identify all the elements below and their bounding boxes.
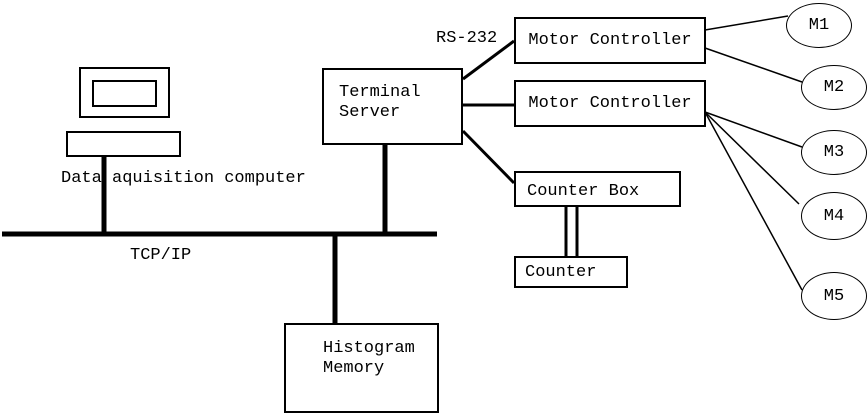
histogram-memory-label-line1: Histogram bbox=[323, 339, 415, 358]
terminal-server-to-counter-box-line bbox=[461, 129, 516, 185]
monitor-icon bbox=[79, 67, 170, 118]
motor-m5-ellipse: M5 bbox=[801, 272, 867, 320]
motor-controller-1-to-m1-line bbox=[704, 15, 789, 31]
terminal-server-label-line2: Server bbox=[339, 103, 401, 122]
counter-label: Counter bbox=[525, 262, 597, 282]
motor-m3-ellipse: M3 bbox=[801, 130, 867, 175]
motor-controller-2-to-m5-line bbox=[704, 111, 803, 291]
tcpip-bus-label: TCP/IP bbox=[130, 246, 192, 265]
motor-m2-ellipse: M2 bbox=[801, 65, 867, 110]
motor-controller-2-to-m3-line bbox=[704, 111, 803, 148]
motor-m4-label: M4 bbox=[823, 206, 845, 226]
counter-box2: Counter bbox=[514, 256, 628, 288]
histogram-memory-box: Histogram Memory bbox=[284, 323, 439, 413]
terminal-server-label-line1: Terminal bbox=[339, 83, 421, 102]
motor-controller-2-box: Motor Controller bbox=[514, 80, 706, 127]
motor-controller-2-to-m4-line bbox=[704, 111, 800, 205]
counter-box-label: Counter Box bbox=[527, 182, 640, 201]
motor-m3-label: M3 bbox=[823, 143, 845, 162]
motor-m1-label: M1 bbox=[808, 16, 830, 35]
keyboard-icon bbox=[66, 131, 181, 157]
terminal-server-box: Terminal Server bbox=[322, 68, 463, 145]
counter-box-box: Counter Box bbox=[514, 171, 681, 207]
motor-controller-1-label: Motor Controller bbox=[528, 31, 692, 50]
motor-m2-label: M2 bbox=[823, 78, 845, 97]
motor-m1-ellipse: M1 bbox=[786, 3, 852, 48]
monitor-screen-icon bbox=[92, 80, 157, 107]
motor-m5-label: M5 bbox=[823, 286, 845, 306]
motor-controller-2-label: Motor Controller bbox=[528, 94, 692, 113]
rs232-link-label: RS-232 bbox=[436, 29, 498, 48]
data-acquisition-computer-label: Data aquisition computer bbox=[61, 169, 306, 188]
motor-controller-1-to-m2-line bbox=[704, 47, 803, 83]
motor-controller-1-box: Motor Controller bbox=[514, 17, 706, 64]
motor-m4-ellipse: M4 bbox=[801, 192, 867, 240]
histogram-memory-label-line2: Memory bbox=[323, 359, 385, 378]
